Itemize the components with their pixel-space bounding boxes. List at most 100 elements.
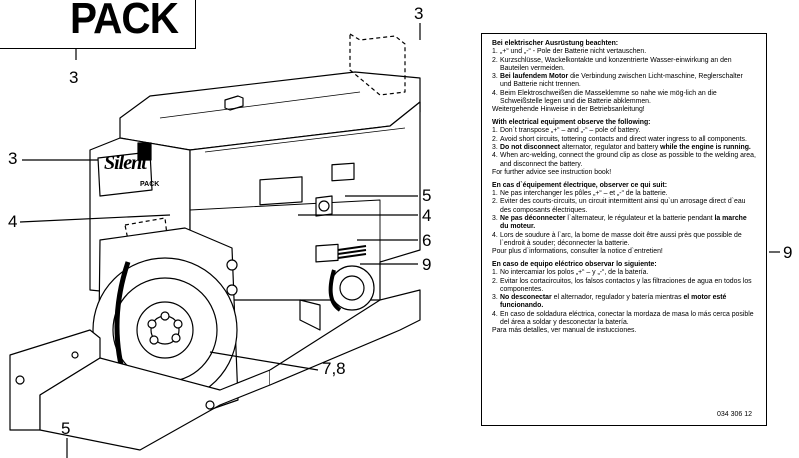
label-text: En caso de soldadura eléctrica, conectar… [500, 310, 754, 326]
label-item-text: Ne pas déconnecter l`alternateur, le rég… [500, 215, 756, 232]
label-item-text: Do not disconnect alternator, regulator … [500, 144, 756, 152]
label-item-text: Bei laufendem Motor die Verbindung zwisc… [500, 73, 756, 90]
label-section-title: En caso de equipo eléctrico observar lo … [492, 260, 657, 268]
label-text: Weitergehende Hinweise in der Betriebsan… [492, 106, 645, 114]
warning-label: Bei elektrischer Ausrüstung beachten:1.„… [481, 33, 767, 426]
label-item: 3.Do not disconnect alternator, regulato… [492, 144, 756, 152]
side-plate-9 [315, 243, 339, 263]
label-text: el alternador, regulador y batería mient… [551, 294, 684, 302]
label-item-text: When arc-welding, connect the ground cli… [500, 152, 756, 169]
label-item-number: 3. [492, 294, 498, 302]
logo-square [137, 142, 152, 161]
label-item: 3.Ne pas déconnecter l`alternateur, le r… [492, 215, 756, 232]
callout-3-left: 3 [8, 149, 18, 168]
label-item: 2.Avoid short circuits, tottering contac… [492, 136, 756, 144]
body-lower-box [189, 199, 381, 300]
engine-foot [299, 299, 321, 331]
label-item: For further advice see instruction book! [492, 169, 756, 177]
label-item-text: Don´t transpose „+“ – and „-“ – pole of … [500, 127, 756, 135]
callout-5-bottom: 5 [61, 419, 71, 438]
label-text: l`alternateur, le régulateur et la batte… [565, 214, 715, 222]
label-section-title: With electrical equipment observe the fo… [492, 119, 651, 127]
label-item-text: Para más detalles, ver manual de instucc… [492, 327, 756, 335]
label-emphasis: Bei laufendem Motor [500, 73, 569, 81]
label-item-number: 4. [492, 231, 498, 239]
label-item-number: 3. [492, 144, 498, 152]
switch [315, 195, 333, 217]
label-item: 2.Evitar los cortacircuitos, los falsos … [492, 278, 756, 295]
label-item: 2.Kurzschlüsse, Wackelkontakte und konze… [492, 57, 756, 74]
label-item: 3.No desconectar el alternador, regulado… [492, 294, 756, 311]
label-text: Kurzschlüsse, Wackelkontakte und konzent… [500, 56, 732, 72]
label-text: When arc-welding, connect the ground cli… [500, 152, 756, 168]
base-right [269, 289, 421, 386]
callout-3-top-left: 3 [69, 68, 79, 87]
callout-7-8: 7,8 [322, 359, 346, 378]
label-text: Para más detalles, ver manual de instucc… [492, 327, 637, 335]
label-item-text: En caso de soldadura eléctrica, conectar… [500, 311, 756, 328]
label-text: die Verbindung zwischen Licht-maschine, … [500, 73, 743, 89]
label-item-text: „+“ und „-“ - Pole der Batterie nicht ve… [500, 48, 756, 56]
label-item-number: 1. [492, 190, 498, 198]
boss-shadow [328, 269, 342, 312]
label-item-number: 3. [492, 214, 498, 222]
callout-9-right: 9 [422, 255, 432, 274]
callout-6-right: 6 [422, 231, 432, 250]
callout-4-right: 4 [422, 206, 432, 225]
lid-handle [224, 95, 244, 111]
label-item: 4.Lors de soudure à l`arc, la borne de m… [492, 232, 756, 249]
label-emphasis: el motor esté funcionando. [500, 294, 727, 310]
dashed-zone-top [349, 33, 406, 96]
callout-3-top-right: 3 [414, 4, 424, 23]
label-section: En cas d`équipement électrique, observer… [492, 182, 756, 257]
silent-logo-sub: PACK [140, 181, 160, 188]
label-emphasis: la marche du moteur. [500, 214, 747, 231]
label-item-text: Evitar los cortacircuitos, los falsos co… [500, 278, 756, 295]
label-section: Bei elektrischer Ausrüstung beachten:1.„… [492, 40, 756, 115]
label-text: For further advice see instruction book! [492, 168, 612, 176]
label-text: Eviter des courts-circuits, un circuit i… [500, 198, 746, 214]
label-item-number: 3. [492, 73, 498, 81]
label-item: 1.„+“ und „-“ - Pole der Batterie nicht … [492, 48, 756, 56]
logo-plate [97, 151, 153, 197]
label-item: 3.Bei laufendem Motor die Verbindung zwi… [492, 73, 756, 90]
label-item: Pour plus d`informations, consulter la n… [492, 248, 756, 256]
label-item-number: 2. [492, 198, 498, 206]
side-plate-5 [331, 162, 355, 182]
label-item-text: Beim Elektroschweißen die Masseklemme so… [500, 90, 756, 107]
label-item-text: Lors de soudure à l`arc, la borne de mas… [500, 232, 756, 249]
label-item-number: 1. [492, 48, 498, 56]
label-item-text: Avoid short circuits, tottering contacts… [500, 136, 756, 144]
label-text: „+“ und „-“ - Pole der Batterie nicht ve… [500, 48, 647, 56]
label-item: 1.Ne pas interchanger les pôles „+“ – et… [492, 190, 756, 198]
label-emphasis: Do not disconnect [500, 144, 561, 152]
label-text: No intercamiar los polos „+“ – y „-“, de… [500, 269, 649, 277]
label-item-text: Pour plus d`informations, consulter la n… [492, 248, 756, 256]
label-item-text: Eviter des courts-circuits, un circuit i… [500, 198, 756, 215]
label-item: 2.Eviter des courts-circuits, un circuit… [492, 198, 756, 215]
label-item-number: 4. [492, 152, 498, 160]
label-text: Evitar los cortacircuitos, los falsos co… [500, 277, 752, 293]
label-item-text: No desconectar el alternador, regulador … [500, 294, 756, 311]
label-text: Don´t transpose „+“ – and „-“ – pole of … [500, 127, 641, 135]
label-text: Lors de soudure à l`arc, la borne de mas… [500, 231, 742, 247]
label-item-text: For further advice see instruction book! [492, 169, 756, 177]
label-section-title: Bei elektrischer Ausrüstung beachten: [492, 40, 619, 47]
flywheel-inner [136, 301, 194, 359]
label-text: Pour plus d`informations, consulter la n… [492, 248, 663, 256]
callout-9-label: 9 [783, 243, 793, 262]
label-item-number: 2. [492, 56, 498, 64]
label-item: 4.Beim Elektroschweißen die Masseklemme … [492, 90, 756, 107]
label-item: 4.When arc-welding, connect the ground c… [492, 152, 756, 169]
label-emphasis: Ne pas déconnecter [500, 214, 566, 222]
label-emphasis: while the engine is running. [660, 144, 751, 152]
label-item: 1.Don´t transpose „+“ – and „-“ – pole o… [492, 127, 756, 135]
label-item-text: Kurzschlüsse, Wackelkontakte und konzent… [500, 57, 756, 74]
silent-logo: Silent [104, 152, 147, 174]
fitting-2 [226, 284, 238, 296]
label-text: Beim Elektroschweißen die Masseklemme so… [500, 89, 717, 106]
side-hatch-6 [337, 245, 367, 259]
label-item: 1.No intercamiar los polos „+“ – y „-“, … [492, 269, 756, 277]
boss-center [339, 275, 365, 301]
label-item-text: No intercamiar los polos „+“ – y „-“, de… [500, 269, 756, 277]
